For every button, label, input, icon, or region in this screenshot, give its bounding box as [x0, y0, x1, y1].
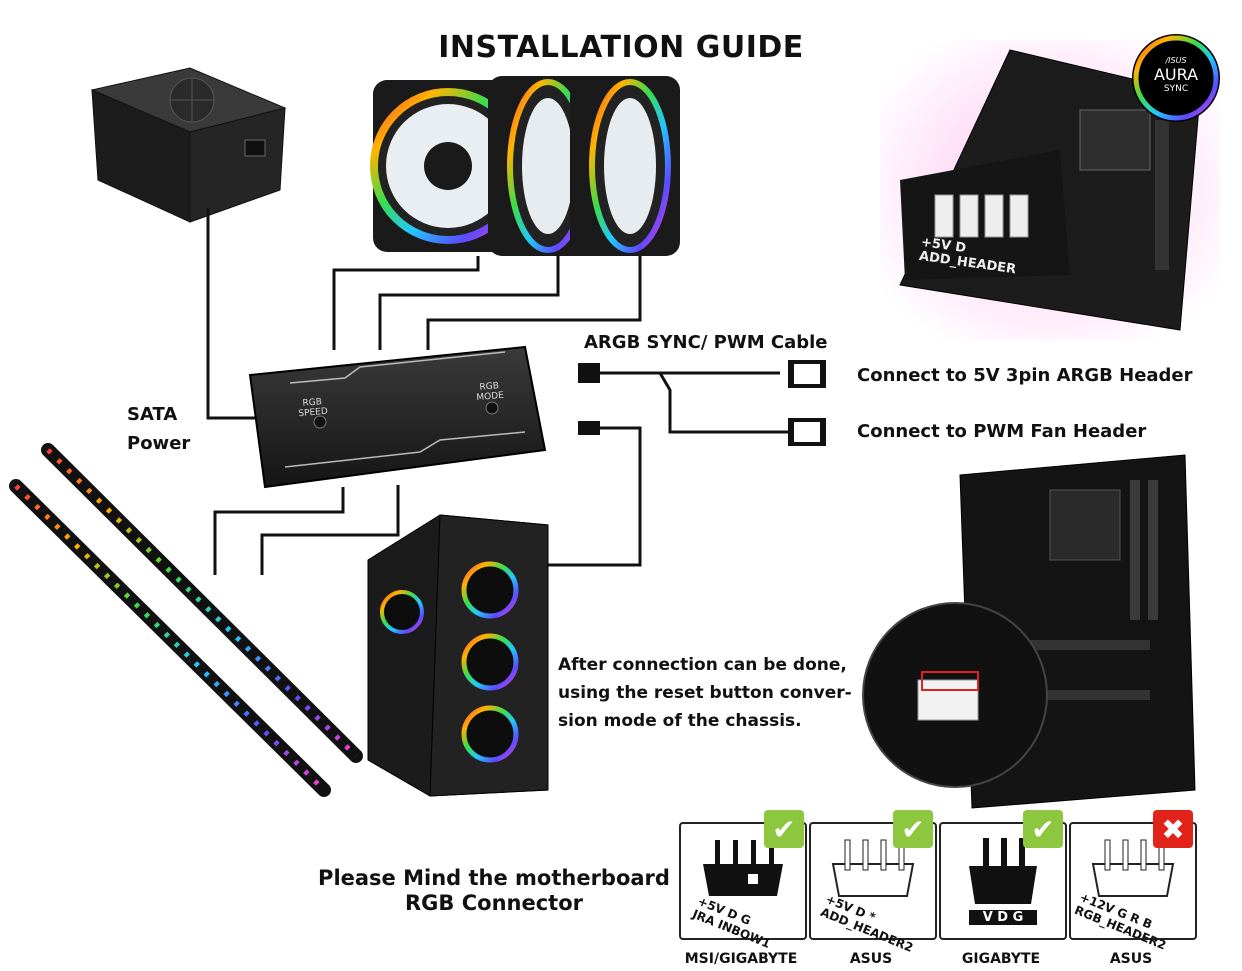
mind-line-2: RGB Connector [405, 891, 583, 915]
three-pin-header-icon [969, 838, 1037, 904]
note-line-2: using the reset button conver- [558, 683, 852, 703]
rgb-mode-label: RGB MODE [475, 381, 504, 403]
connector-card-asus-rgb-header: +12V G R B RGB_HEADER2 [1069, 822, 1197, 952]
connector-card-msi-gigabyte: +5V D G JRA INBOW1 [679, 822, 807, 951]
sata-label-line2: Power [127, 433, 191, 454]
sata-label-line1: SATA [127, 404, 178, 425]
aura-brand: /ISUS [1165, 56, 1187, 65]
page-title: INSTALLATION GUIDE [438, 30, 804, 65]
note-line-3: sion mode of the chassis. [558, 711, 802, 731]
check-icon: ✔ [1023, 810, 1063, 848]
motherboard-asus-image [880, 40, 1220, 340]
motherboard-gigabyte-image [862, 454, 1196, 809]
note-line-1: After connection can be done, [558, 655, 847, 675]
connector-caption: MSI/GIGABYTE [684, 951, 798, 967]
mind-connector-note: Please Mind the motherboard RGB Connecto… [318, 866, 670, 916]
aura-sync-logo [1132, 34, 1220, 122]
three-pin-header-icon [831, 839, 915, 897]
rgb-speed-label: RGB SPEED [297, 397, 328, 419]
sata-power-label: SATA Power [127, 400, 190, 458]
check-icon: ✔ [764, 810, 804, 848]
mind-line-1: Please Mind the motherboard [318, 866, 670, 890]
fan-image-row [370, 76, 680, 256]
three-pin-header-icon [703, 840, 783, 896]
check-icon: ✔ [893, 810, 933, 848]
four-pin-header-icon [1091, 839, 1175, 897]
connector-caption: ASUS [849, 951, 893, 967]
pc-case-image [367, 514, 549, 797]
led-strips-image [9, 443, 363, 797]
connect-argb-label: Connect to 5V 3pin ARGB Header [857, 365, 1193, 386]
aura-line2: SYNC [1163, 84, 1189, 94]
aura-line1: AURA [1153, 65, 1199, 84]
connect-pwm-label: Connect to PWM Fan Header [857, 421, 1147, 442]
aura-sync-text: /ISUS AURA SYNC [1140, 56, 1212, 94]
connector-card-gigabyte: V D G [939, 822, 1067, 940]
connector-caption: ASUS [1109, 951, 1153, 967]
connection-note: After connection can be done, using the … [558, 651, 852, 735]
argb-hub-controller [248, 345, 547, 489]
connector-caption: GIGABYTE [961, 951, 1041, 967]
power-supply-image [90, 67, 287, 223]
pin-label: V D G [969, 910, 1037, 925]
cross-icon: ✖ [1153, 810, 1193, 848]
argb-sync-cable-label: ARGB SYNC/ PWM Cable [584, 332, 828, 353]
